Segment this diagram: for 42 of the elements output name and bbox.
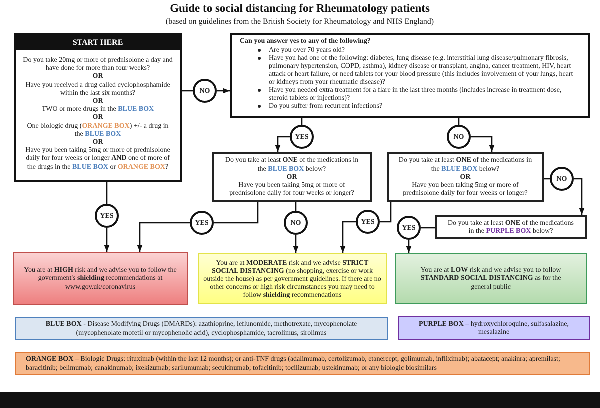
connector-line bbox=[214, 202, 259, 224]
arrow bbox=[574, 178, 585, 215]
arrow bbox=[275, 136, 290, 152]
question-box bbox=[435, 215, 587, 239]
result-box bbox=[13, 252, 188, 305]
answer-circle bbox=[290, 125, 314, 149]
connector-line bbox=[421, 227, 435, 229]
diagram-subtitle: (based on guidelines from the British Society for Rheumatology and NHS England) bbox=[166, 17, 434, 27]
connector-line bbox=[182, 90, 193, 92]
start-box bbox=[14, 33, 182, 182]
result-box bbox=[395, 253, 587, 304]
answer-circle bbox=[550, 167, 574, 191]
answer-circle bbox=[447, 125, 471, 149]
connector-line bbox=[380, 202, 392, 223]
connector-line bbox=[544, 178, 550, 180]
answer-circle bbox=[397, 216, 421, 240]
drug-list-box bbox=[398, 316, 590, 340]
answer-circle bbox=[284, 211, 308, 235]
result-box bbox=[198, 253, 387, 304]
arrow bbox=[104, 228, 110, 252]
arrow bbox=[406, 240, 412, 253]
arrow bbox=[137, 222, 190, 252]
bottom-bar bbox=[0, 392, 600, 408]
diagram-title: Guide to social distancing for Rheumatology patients bbox=[170, 3, 430, 16]
answer-circle bbox=[193, 79, 217, 103]
arrow bbox=[340, 221, 356, 253]
connector-line bbox=[295, 202, 297, 211]
question-box bbox=[230, 33, 590, 118]
answer-circle bbox=[95, 204, 119, 228]
arrow bbox=[293, 235, 299, 253]
connector-line bbox=[458, 118, 460, 125]
box-heading: START HERE bbox=[16, 35, 180, 50]
question-box bbox=[387, 152, 544, 202]
answer-circle bbox=[190, 211, 214, 235]
connector-line bbox=[106, 182, 108, 204]
arrow bbox=[217, 88, 230, 94]
question-box bbox=[212, 152, 372, 202]
drug-list-box bbox=[15, 317, 388, 340]
drug-list-box bbox=[15, 352, 590, 375]
arrow bbox=[471, 136, 495, 152]
answer-circle bbox=[356, 210, 380, 234]
connector-line bbox=[301, 118, 303, 125]
